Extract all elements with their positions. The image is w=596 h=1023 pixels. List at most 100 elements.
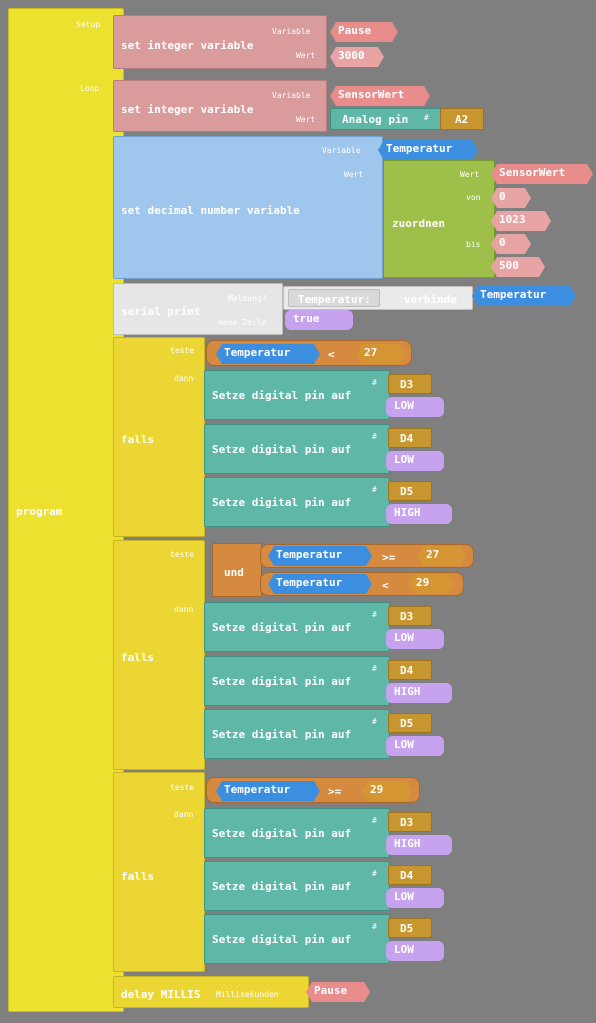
setup-label: Setup [76, 20, 101, 29]
if3-op: >= [328, 785, 342, 798]
serial-var-pill[interactable]: Temperatur [472, 286, 576, 306]
digital-pin-block[interactable] [204, 656, 390, 706]
if1-block[interactable] [113, 337, 205, 537]
digital-pin-label: Setze digital pin auf [212, 496, 352, 509]
delay-block[interactable] [113, 976, 309, 1008]
loop-set-integer-block[interactable] [113, 80, 327, 132]
digital-pin-number-text: D5 [400, 922, 414, 935]
digital-pin-hash: # [372, 432, 377, 441]
digital-pin-block[interactable] [204, 709, 390, 759]
setup-value-pill[interactable]: 3000 [330, 47, 384, 67]
digital-pin-number[interactable] [388, 481, 432, 501]
if3-var-pill[interactable]: Temperatur [216, 781, 320, 801]
program-block[interactable] [8, 8, 124, 1012]
map-bis2-pill[interactable]: 500 [491, 257, 545, 277]
digital-pin-label: Setze digital pin auf [212, 880, 352, 893]
digital-pin-number[interactable] [388, 428, 432, 448]
serial-print-title: serial print [121, 305, 201, 318]
digital-pin-hash: # [372, 869, 377, 878]
analog-pin-text: A2 [455, 113, 469, 126]
digital-pin-number[interactable] [388, 713, 432, 733]
digital-pin-number[interactable] [388, 812, 432, 832]
delay-title: delay MILLIS [121, 988, 201, 1001]
map-block[interactable] [383, 160, 495, 278]
digital-pin-state[interactable]: HIGH [386, 835, 452, 855]
digital-pin-state[interactable]: LOW [386, 397, 444, 417]
if2-var2-pill[interactable]: Temperatur [268, 574, 372, 594]
digital-pin-hash: # [372, 664, 377, 673]
loop-val-label: Wert [296, 115, 316, 124]
set-decimal-block[interactable] [113, 136, 383, 279]
digital-pin-number-text: D3 [400, 610, 414, 623]
digital-pin-number-text: D4 [400, 664, 414, 677]
serial-join-label: verbinde [404, 293, 457, 306]
digital-pin-hash: # [372, 610, 377, 619]
digital-pin-number[interactable] [388, 865, 432, 885]
decimal-var-label: Variable [322, 146, 361, 155]
serial-newline-pill[interactable]: true [285, 310, 353, 330]
if1-var-pill[interactable]: Temperatur [216, 344, 320, 364]
decimal-val-label: Wert [344, 170, 364, 179]
if1-then-label: dann [174, 374, 194, 383]
digital-pin-state[interactable]: HIGH [386, 683, 452, 703]
setup-val-label: Wert [296, 51, 316, 60]
analog-pin-label: Analog pin [342, 113, 409, 126]
decimal-var-pill[interactable]: Temperatur [378, 140, 478, 160]
serial-nl-label: neue Zeile [218, 318, 267, 327]
map-bis1-pill[interactable]: 0 [491, 234, 531, 254]
digital-pin-block[interactable] [204, 477, 390, 527]
if1-title: falls [121, 433, 155, 446]
digital-pin-state[interactable]: LOW [386, 941, 444, 961]
digital-pin-block[interactable] [204, 914, 390, 964]
digital-pin-label: Setze digital pin auf [212, 933, 352, 946]
if2-num2-pill[interactable]: 29 [408, 574, 456, 594]
if2-op2: < [382, 579, 389, 592]
serial-text-block[interactable] [288, 289, 380, 307]
setup-var-label: Variable [272, 27, 311, 36]
digital-pin-state[interactable]: HIGH [386, 504, 452, 524]
if3-num-pill[interactable]: 29 [362, 781, 412, 801]
digital-pin-state[interactable]: LOW [386, 736, 444, 756]
digital-pin-number-text: D5 [400, 717, 414, 730]
digital-pin-number[interactable] [388, 606, 432, 626]
if2-block[interactable] [113, 540, 205, 770]
digital-pin-label: Setze digital pin auf [212, 675, 352, 688]
analog-pin-value[interactable] [440, 108, 484, 130]
digital-pin-number-text: D4 [400, 432, 414, 445]
loop-var-pill[interactable]: SensorWert [330, 86, 430, 106]
digital-pin-state[interactable]: LOW [386, 451, 444, 471]
if2-num1-pill[interactable]: 27 [418, 546, 466, 566]
if2-var1-pill[interactable]: Temperatur [268, 546, 372, 566]
digital-pin-number[interactable] [388, 918, 432, 938]
digital-pin-state[interactable]: LOW [386, 629, 444, 649]
map-von2-pill[interactable]: 1023 [491, 211, 551, 231]
if3-title: falls [121, 870, 155, 883]
digital-pin-hash: # [372, 378, 377, 387]
map-wert-pill[interactable]: SensorWert [491, 164, 593, 184]
if1-test-label: teste [170, 346, 195, 355]
map-wert-label: Wert [460, 170, 480, 179]
setup-set-integer-block[interactable] [113, 15, 327, 69]
if2-and-block[interactable] [212, 543, 262, 597]
digital-pin-block[interactable] [204, 808, 390, 858]
if1-num-pill[interactable]: 27 [356, 344, 406, 364]
map-von1-pill[interactable]: 0 [491, 188, 531, 208]
serial-print-block[interactable] [113, 283, 283, 335]
if3-test-label: teste [170, 783, 195, 792]
map-bis-label: bis [466, 240, 481, 249]
digital-pin-block[interactable] [204, 370, 390, 420]
digital-pin-hash: # [372, 922, 377, 931]
if2-then-label: dann [174, 605, 194, 614]
digital-pin-number[interactable] [388, 374, 432, 394]
digital-pin-block[interactable] [204, 602, 390, 652]
serial-msg-label: Meldung? [228, 294, 267, 303]
digital-pin-block[interactable] [204, 861, 390, 911]
digital-pin-state[interactable]: LOW [386, 888, 444, 908]
digital-pin-number[interactable] [388, 660, 432, 680]
delay-var-pill[interactable]: Pause [306, 982, 370, 1002]
map-title: zuordnen [392, 217, 445, 230]
delay-ms-label: Millisekunden [216, 990, 279, 999]
digital-pin-block[interactable] [204, 424, 390, 474]
if3-block[interactable] [113, 772, 205, 972]
setup-var-pill[interactable]: Pause [330, 22, 398, 42]
